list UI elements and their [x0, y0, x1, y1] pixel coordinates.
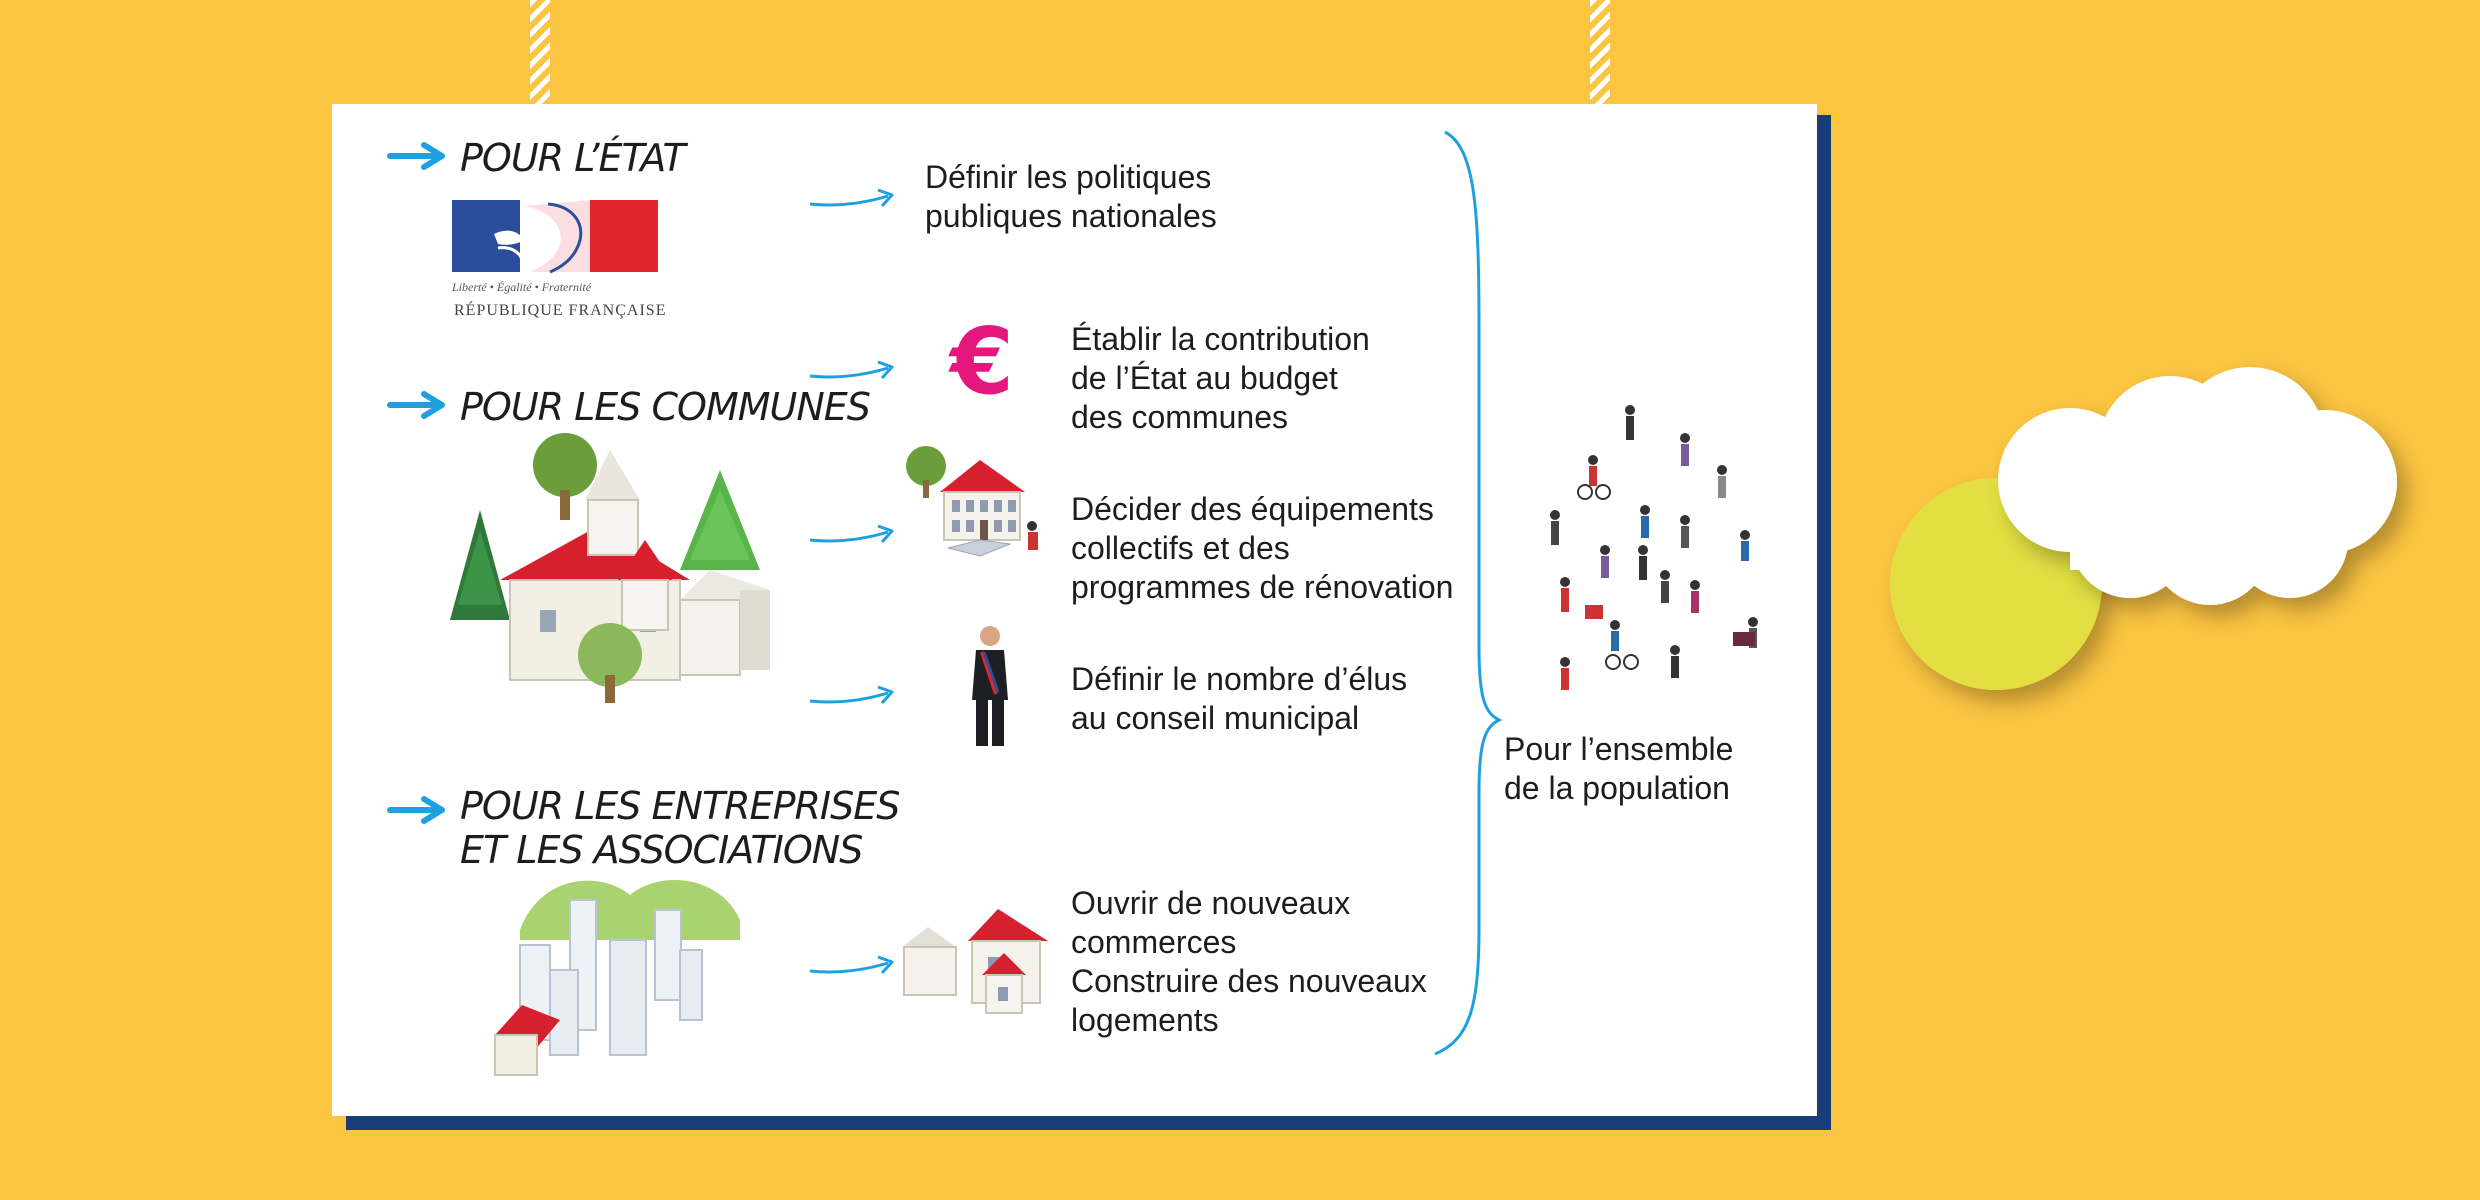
crowd-icon — [1550, 405, 1758, 690]
hanging-strip-right — [1590, 0, 1610, 104]
connector-arrow-1 — [809, 188, 894, 208]
section-title-etat: POUR L’ÉTAT — [460, 136, 686, 180]
logo-name: RÉPUBLIQUE FRANÇAISE — [454, 302, 667, 319]
section-arrow-etat — [387, 142, 445, 170]
connector-arrow-3 — [809, 524, 894, 544]
section-arrow-communes — [387, 391, 445, 419]
city-illustration — [494, 880, 740, 1076]
shops-houses-icon — [902, 909, 1048, 1014]
marianne-flag-graphic — [452, 200, 658, 274]
town-hall-icon — [906, 446, 1038, 557]
connector-arrow-5 — [809, 955, 894, 975]
curly-brace — [1434, 130, 1503, 1056]
section-arrow-entreprises — [387, 796, 445, 824]
sun-cloud-icon — [1890, 367, 2397, 690]
connector-arrow-4 — [809, 685, 894, 705]
section-title-entreprises: POUR LES ENTREPRISES ET LES ASSOCIATIONS — [460, 784, 900, 872]
mayor-icon — [972, 626, 1008, 746]
connector-arrow-2 — [809, 360, 894, 380]
euro-icon: € — [950, 308, 1015, 415]
logo-motto: Liberté • Égalité • Fraternité — [452, 280, 592, 294]
hanging-strip-left — [530, 0, 550, 104]
republique-francaise-logo: Liberté • Égalité • Fraternité RÉPUBLIQU… — [452, 200, 665, 325]
village-illustration — [450, 433, 770, 703]
section-title-communes: POUR LES COMMUNES — [460, 385, 871, 429]
